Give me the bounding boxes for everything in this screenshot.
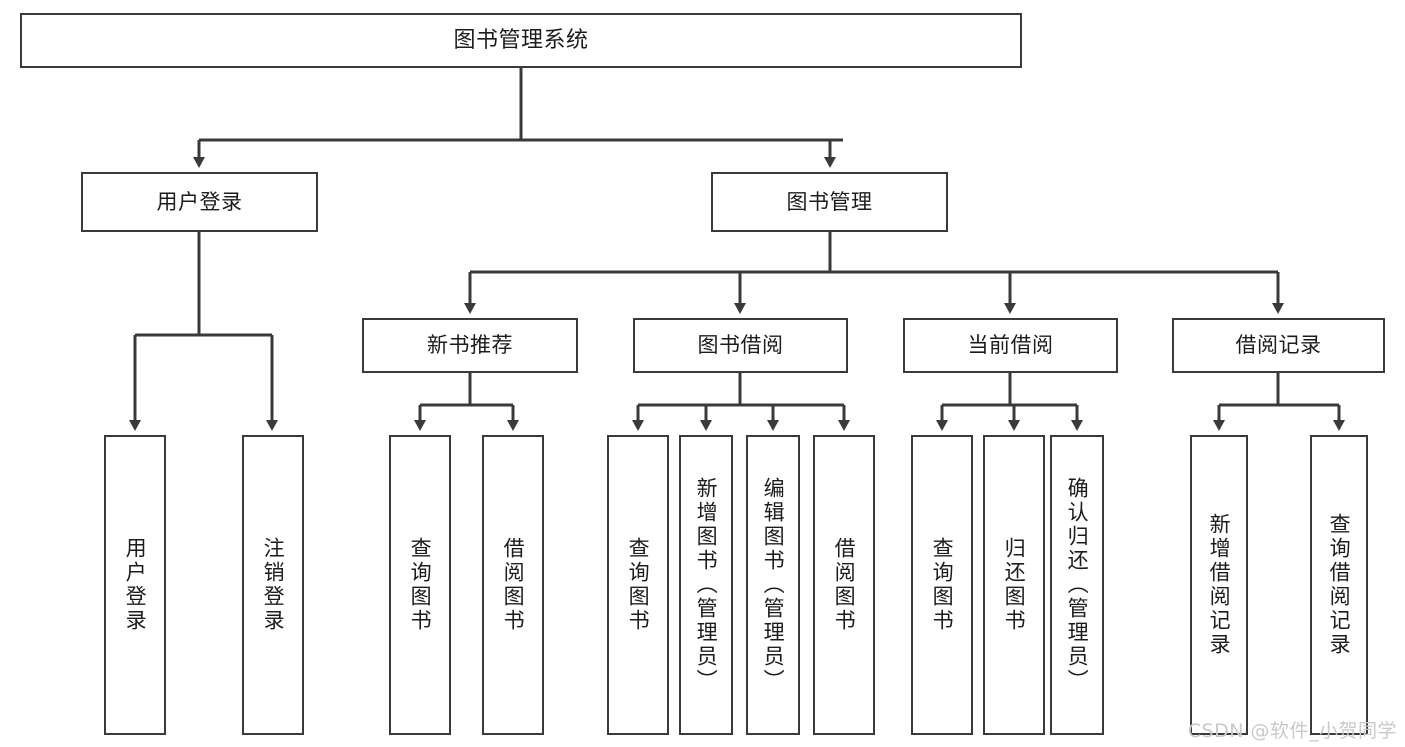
leaf-borrow-book-1-label: 借阅图书 [501, 537, 526, 633]
node-current-borrow-label: 当前借阅 [967, 333, 1054, 358]
leaf-add-book-label: 新增图书（管理员） [694, 477, 719, 693]
node-book-borrow-label: 图书借阅 [697, 333, 784, 358]
leaf-logout[interactable]: 注销登录 [242, 435, 304, 735]
leaf-query-record[interactable]: 查询借阅记录 [1310, 435, 1368, 735]
node-current-borrow[interactable]: 当前借阅 [903, 318, 1118, 373]
leaf-query-record-label: 查询借阅记录 [1327, 513, 1352, 657]
leaf-logout-label: 注销登录 [261, 537, 286, 633]
node-borrow-record[interactable]: 借阅记录 [1172, 318, 1385, 373]
leaf-query-book-3[interactable]: 查询图书 [911, 435, 973, 735]
leaf-borrow-book-2-label: 借阅图书 [832, 537, 857, 633]
node-book-borrow[interactable]: 图书借阅 [633, 318, 848, 373]
leaf-borrow-book-1[interactable]: 借阅图书 [482, 435, 544, 735]
leaf-query-book-1-label: 查询图书 [408, 537, 433, 633]
leaf-return-book[interactable]: 归还图书 [983, 435, 1045, 735]
node-new-book-recommend[interactable]: 新书推荐 [362, 318, 578, 373]
node-book-manage-label: 图书管理 [786, 189, 873, 214]
leaf-confirm-return-label: 确认归还（管理员） [1065, 477, 1090, 693]
leaf-add-record[interactable]: 新增借阅记录 [1190, 435, 1248, 735]
leaf-query-book-2[interactable]: 查询图书 [607, 435, 669, 735]
leaf-edit-book[interactable]: 编辑图书（管理员） [746, 435, 800, 735]
leaf-query-book-1[interactable]: 查询图书 [389, 435, 451, 735]
leaf-edit-book-label: 编辑图书（管理员） [761, 477, 786, 693]
node-new-book-recommend-label: 新书推荐 [427, 333, 513, 358]
leaf-confirm-return[interactable]: 确认归还（管理员） [1050, 435, 1104, 735]
leaf-user-login-label: 用户登录 [123, 537, 148, 633]
leaf-query-book-3-label: 查询图书 [930, 537, 955, 633]
leaf-user-login[interactable]: 用户登录 [104, 435, 166, 735]
leaf-query-book-2-label: 查询图书 [626, 537, 651, 633]
node-user-login-label: 用户登录 [156, 189, 243, 214]
leaf-return-book-label: 归还图书 [1002, 537, 1027, 633]
leaf-add-book[interactable]: 新增图书（管理员） [679, 435, 733, 735]
node-root[interactable]: 图书管理系统 [20, 13, 1022, 68]
node-user-login[interactable]: 用户登录 [81, 172, 318, 232]
node-root-label: 图书管理系统 [453, 27, 589, 53]
node-borrow-record-label: 借阅记录 [1235, 333, 1322, 358]
watermark-text: CSDN @软件_小贺同学 [1187, 720, 1397, 742]
leaf-borrow-book-2[interactable]: 借阅图书 [813, 435, 875, 735]
leaf-add-record-label: 新增借阅记录 [1207, 513, 1232, 657]
node-book-manage[interactable]: 图书管理 [711, 172, 948, 232]
